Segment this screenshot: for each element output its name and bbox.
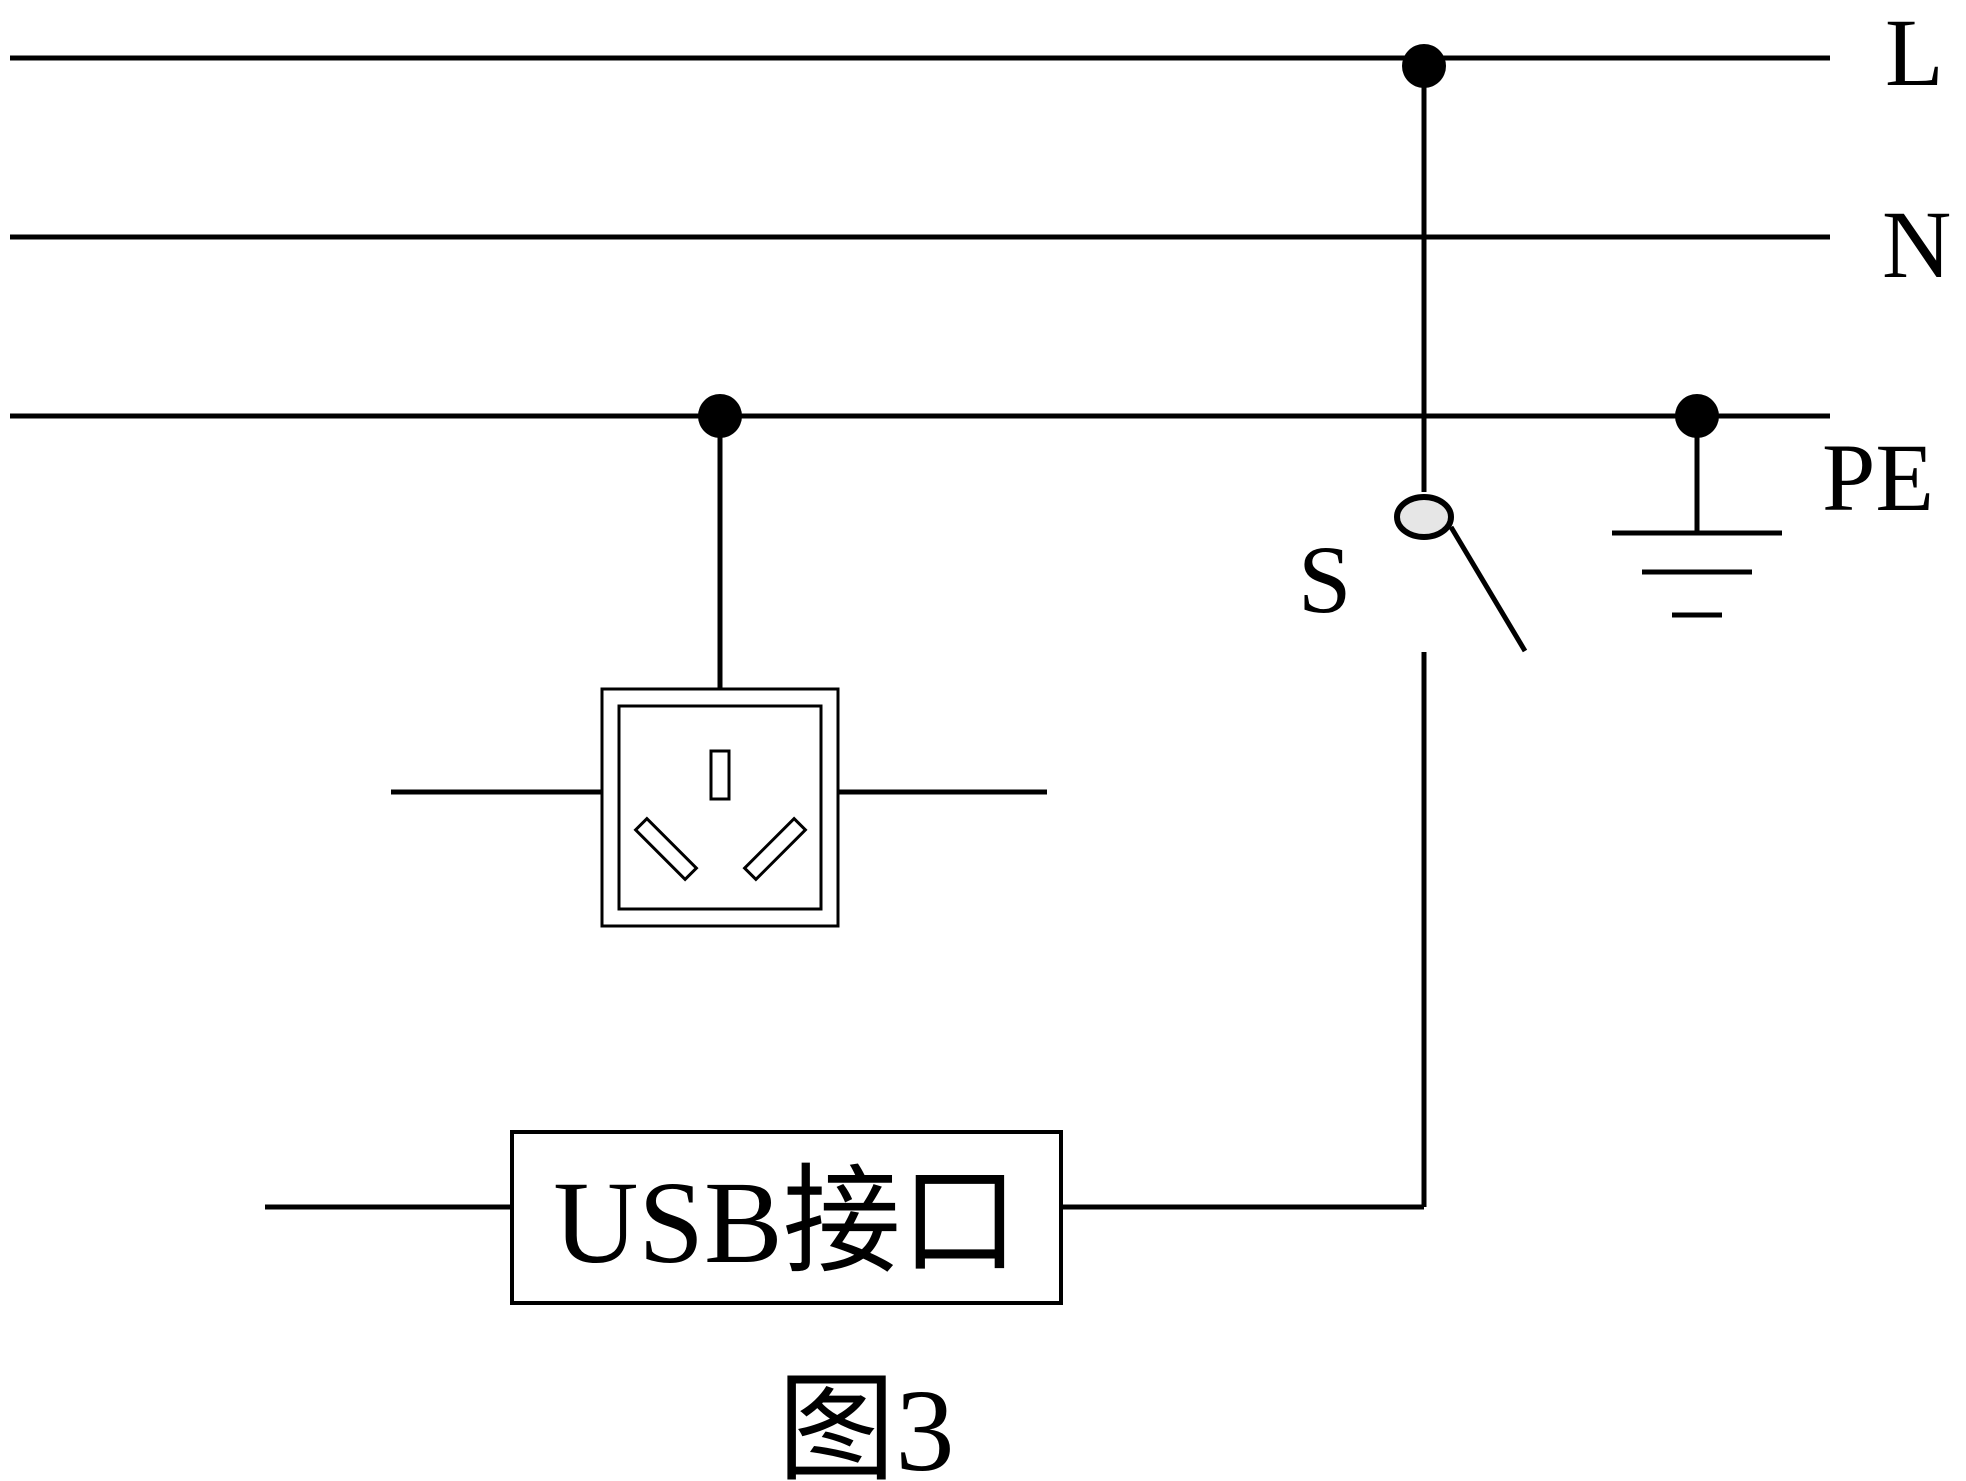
figure-caption: 图3: [777, 1365, 954, 1481]
socket-icon: [600, 687, 840, 928]
usb-interface-box: [510, 1130, 1063, 1305]
switch-contact-icon: [1394, 494, 1454, 540]
label-n: N: [1882, 191, 1951, 298]
usb-label: USB接口: [553, 1157, 1019, 1288]
label-l: L: [1885, 0, 1944, 106]
label-pe: PE: [1822, 424, 1934, 531]
switch-blade: [1448, 525, 1528, 653]
label-switch: S: [1298, 526, 1351, 633]
